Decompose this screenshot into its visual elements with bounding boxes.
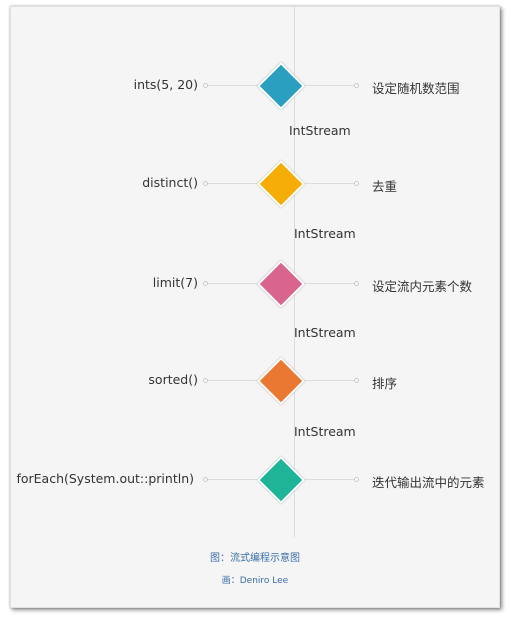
caption-title: 图：流式编程示意图 xyxy=(210,553,300,564)
step-ints-label: ints(5, 20) xyxy=(133,77,198,92)
step-distinct-diamond xyxy=(256,159,306,209)
dot-left xyxy=(203,181,208,186)
step-limit-label: limit(7) xyxy=(152,275,198,290)
step-foreach-desc: 迭代输出流中的元素 xyxy=(372,475,485,490)
step-limit-desc: 设定流内元素个数 xyxy=(372,279,473,294)
step-foreach-diamond xyxy=(256,455,306,505)
caption-author: 画：Deniro Lee xyxy=(221,576,289,586)
step-limit-diamond xyxy=(256,259,306,309)
connector-label-3: IntStream xyxy=(294,325,356,340)
step-distinct-desc: 去重 xyxy=(372,179,398,194)
step-sorted-label: sorted() xyxy=(148,372,198,387)
step-sorted-desc: 排序 xyxy=(372,376,398,391)
dot-left xyxy=(203,281,208,286)
step-foreach-label: forEach(System.out::println) xyxy=(16,471,194,486)
dot-right xyxy=(354,181,359,186)
step-ints-desc: 设定随机数范围 xyxy=(372,81,460,96)
dot-left xyxy=(203,378,208,383)
step-distinct-label: distinct() xyxy=(142,175,198,190)
connector-label-4: IntStream xyxy=(294,424,356,439)
flow-spine xyxy=(294,7,295,537)
step-ints-diamond xyxy=(256,61,306,111)
dot-right xyxy=(354,378,359,383)
dot-right xyxy=(354,281,359,286)
step-sorted-diamond xyxy=(256,356,306,406)
dot-left xyxy=(203,477,208,482)
connector-label-2: IntStream xyxy=(294,226,356,241)
connector-label-1: IntStream xyxy=(289,123,351,138)
dot-right xyxy=(354,477,359,482)
dot-right xyxy=(354,83,359,88)
dot-left xyxy=(203,83,208,88)
diagram-frame: ints(5, 20) 设定随机数范围 IntStream distinct()… xyxy=(10,6,500,608)
